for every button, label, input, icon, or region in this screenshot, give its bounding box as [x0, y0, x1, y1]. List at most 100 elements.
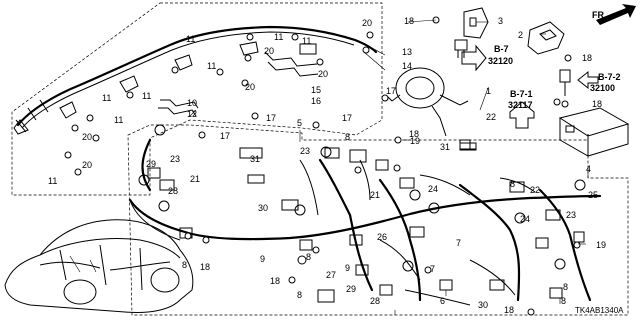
floor-harness [128, 138, 602, 306]
callout: 18 [504, 305, 514, 315]
callout: 8 [345, 132, 350, 142]
callout: 17 [386, 86, 396, 96]
harness-group-outline [127, 124, 629, 316]
callout: 29 [346, 284, 356, 294]
callout: 17 [220, 131, 230, 141]
callout: 7 [430, 264, 435, 274]
callout: 26 [377, 232, 387, 242]
callout: 11 [48, 176, 57, 186]
callout: 20 [245, 82, 255, 92]
callout: 18 [200, 262, 210, 272]
callout: 11 [302, 36, 311, 46]
pad-31-right [459, 142, 477, 151]
car-silhouette [4, 219, 194, 313]
callout: 30 [478, 300, 488, 310]
callout: 30 [258, 203, 268, 213]
callout: 24 [428, 184, 438, 194]
callout: 9 [345, 263, 350, 273]
callout: 28 [168, 186, 178, 196]
callout: 8 [563, 282, 568, 292]
harness-clips [138, 124, 586, 272]
callout: 17 [342, 113, 352, 123]
callout: 24 [520, 214, 530, 224]
callout: 20 [318, 69, 328, 79]
callout: 9 [260, 254, 265, 264]
callout: 7 [456, 238, 461, 248]
callout: 8 [182, 260, 187, 270]
ref-b72: B-7-2 [598, 72, 621, 82]
front-direction-label: FR. [592, 10, 607, 20]
callout: 21 [190, 174, 200, 184]
cable-reel [387, 67, 469, 137]
callout: 11 [274, 32, 283, 42]
reference-codes: B-7 32120 B-7-1 32117 B-7-2 32100 [488, 44, 621, 110]
ref-b71-code: 32117 [508, 100, 533, 110]
airbag-fasteners [64, 31, 389, 176]
ref-arrow-b71 [509, 101, 535, 129]
callout: 8 [561, 296, 566, 306]
callout: 11 [114, 115, 123, 125]
ref-b7-code: 32120 [488, 56, 513, 66]
callout: 22 [486, 112, 496, 122]
srs-unit [558, 107, 630, 157]
callout: 18 [409, 129, 419, 139]
callout: 8 [297, 290, 302, 300]
callout-labels: 1 2 3 4 5 6 7 7 8 8 8 8 8 8 8 9 9 10 11 … [48, 16, 606, 315]
connector-b72 [559, 69, 571, 96]
callout: 18 [582, 53, 592, 63]
bolts [184, 16, 581, 316]
curtain-airbag-group-outline [11, 2, 383, 196]
callout: 2 [518, 30, 523, 40]
callout: 3 [498, 16, 503, 26]
callout: 19 [410, 136, 420, 146]
curtain-airbag [13, 25, 378, 135]
callout: 8 [306, 252, 311, 262]
callout: 5 [297, 118, 302, 128]
callout: 20 [362, 18, 372, 28]
front-direction-arrow [596, 4, 636, 25]
callout: 27 [326, 270, 336, 280]
callout: 21 [370, 190, 380, 200]
callout: 12 [187, 109, 197, 119]
ref-arrow-b7 [461, 44, 487, 72]
passenger-sensor [527, 21, 565, 55]
callout: 10 [187, 98, 197, 108]
callout: 31 [250, 154, 260, 164]
callout: 14 [402, 61, 412, 71]
side-impact-sensor [463, 7, 489, 39]
callout: 15 [311, 85, 321, 95]
callout: 31 [440, 142, 450, 152]
callout: 20 [82, 160, 92, 170]
connector-2 [454, 39, 468, 58]
callout: 11 [142, 91, 151, 101]
diagram-code: TK4AB1340A [575, 306, 624, 315]
callout: 11 [207, 61, 216, 71]
callout: 11 [186, 34, 195, 44]
callout: 18 [592, 99, 602, 109]
callout: 23 [566, 210, 576, 220]
callout: 1 [486, 86, 491, 96]
callout: 20 [82, 132, 92, 142]
pad-31-left [247, 174, 265, 184]
callout: 20 [264, 46, 274, 56]
callout: 18 [404, 16, 414, 26]
callout: 16 [311, 96, 321, 106]
ref-b7: B-7 [494, 44, 509, 54]
callout: 19 [596, 240, 606, 250]
callout: 13 [402, 47, 412, 57]
callout: 6 [440, 296, 445, 306]
callout: 29 [146, 159, 156, 169]
callout: 23 [300, 146, 310, 156]
callout: 22 [530, 185, 540, 195]
callout: 18 [270, 276, 280, 286]
callout: 4 [586, 164, 591, 174]
callout: 17 [266, 113, 276, 123]
callout: 28 [370, 296, 380, 306]
callout: 11 [102, 93, 111, 103]
ref-arrow-b72 [577, 70, 599, 90]
leader-lines [189, 19, 589, 304]
callout: 23 [170, 154, 180, 164]
callout: 25 [588, 190, 598, 200]
